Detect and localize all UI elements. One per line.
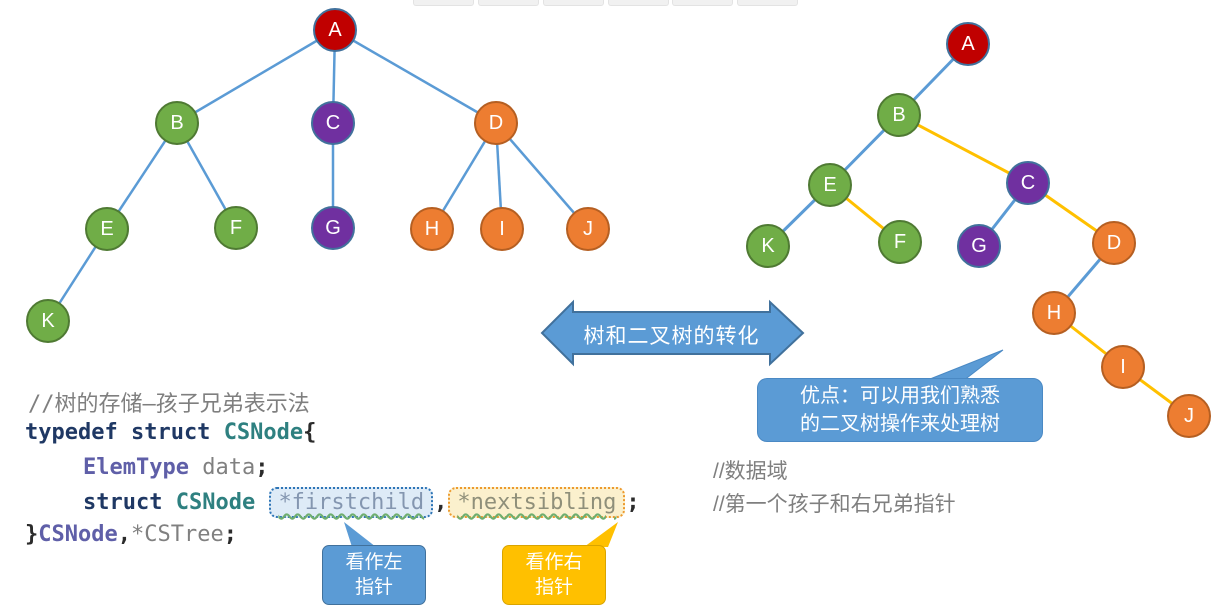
code-line-typedef: typedef struct CSNode{ (25, 420, 316, 445)
tree-edge-A-B (176, 28, 336, 125)
toolbar-button-remnant-1[interactable] (413, 0, 474, 6)
tree-node: G (957, 224, 1001, 268)
firstchild-highlight-box: *firstchild (269, 487, 434, 518)
code-comment-title: //树的存储—孩子兄弟表示法 (28, 386, 310, 418)
callout-left-tail (344, 522, 376, 547)
keyword-typedef-struct: typedef struct (25, 420, 224, 445)
semicolon: ; (255, 455, 269, 480)
tree-node: E (808, 163, 852, 207)
code-line-closing: }CSNode,*CSTree; (25, 522, 237, 547)
tree-node: E (85, 207, 129, 251)
tree-node: I (1101, 345, 1145, 389)
tree-node: J (566, 207, 610, 251)
tree-node-label: B (170, 111, 184, 134)
callout-right-line1: 看作右 (525, 552, 583, 573)
tree-node-label: A (328, 18, 342, 41)
tree-node-label: G (325, 216, 341, 239)
tree-node-label: C (1020, 171, 1036, 194)
tree-node-label: E (823, 173, 837, 196)
var-firstchild: *firstchild (278, 490, 425, 515)
toolbar-button-remnant-3[interactable] (543, 0, 604, 6)
typedef-name-cstree: *CSTree (130, 522, 224, 547)
tree-node: I (480, 207, 524, 251)
type-csnode: CSNode (223, 420, 304, 445)
nextsibling-highlight-box: *nextsibling (448, 487, 626, 518)
tree-node-label: I (499, 217, 505, 240)
comment-data-field: //数据域 (713, 460, 788, 483)
tree-edge-A-D (334, 28, 497, 125)
var-nextsibling: *nextsibling (457, 490, 617, 515)
tree-node: F (878, 220, 922, 264)
keyword-struct: struct (83, 490, 176, 515)
conversion-arrow-label: 树和二叉树的转化 (583, 325, 760, 348)
toolbar-button-remnant-2[interactable] (478, 0, 539, 6)
tree-node: J (1167, 394, 1211, 438)
tree-node: D (1092, 221, 1136, 265)
tree-node: H (1032, 291, 1076, 335)
comma: , (117, 522, 131, 547)
callout-left-line2: 指针 (354, 577, 393, 598)
tree-node: B (877, 93, 921, 137)
tree-node-label: I (1120, 355, 1126, 378)
callout-right-pointer: 看作右 指针 (502, 545, 606, 605)
code-line-pointers: struct CSNode *firstchild, *nextsibling; (83, 487, 640, 518)
tree-node-label: K (41, 309, 55, 332)
tree-node-label: H (1046, 301, 1062, 324)
toolbar-button-remnant-4[interactable] (608, 0, 669, 6)
typedef-name-csnode: CSNode (38, 522, 118, 547)
tree-node-label: H (424, 217, 440, 240)
code-comment-text: //树的存储—孩子兄弟表示法 (28, 392, 310, 417)
tree-node-label: B (892, 103, 906, 126)
tree-node-label: F (893, 230, 907, 253)
tree-node-label: E (100, 217, 114, 240)
comment-pointers: //第一个孩子和右兄弟指针 (713, 493, 956, 516)
callout-left-line1: 看作左 (345, 552, 403, 573)
callout-right-line2: 指针 (534, 577, 573, 598)
toolbar-button-remnant-5[interactable] (672, 0, 733, 6)
advantage-bubble-line2: 的二叉树操作来处理树 (800, 413, 1000, 435)
tree-node: C (1006, 161, 1050, 205)
tree-node: H (410, 207, 454, 251)
type-csnode: CSNode (175, 490, 269, 515)
tree-node: F (214, 206, 258, 250)
tree-node-label: K (761, 234, 775, 257)
bubble-tail (924, 349, 1004, 382)
toolbar-button-remnant-6[interactable] (737, 0, 798, 6)
tree-node-label: C (325, 111, 341, 134)
tree-node-label: D (488, 111, 504, 134)
tree-node: K (746, 224, 790, 268)
semicolon: ; (626, 490, 640, 515)
close-brace: } (25, 522, 39, 547)
tree-node: A (313, 8, 357, 52)
advantage-bubble: 优点：可以用我们熟悉 的二叉树操作来处理树 (757, 378, 1043, 442)
tree-node: A (946, 22, 990, 66)
tree-node-label: J (583, 217, 593, 240)
tree-node-label: J (1184, 404, 1194, 427)
comma: , (434, 490, 448, 515)
tree-node: D (474, 101, 518, 145)
type-elemtype: ElemType (83, 455, 203, 480)
tree-node-label: A (961, 32, 975, 55)
tree-node: C (311, 101, 355, 145)
tree-node: B (155, 101, 199, 145)
callout-right-tail (584, 522, 618, 547)
tree-node: G (311, 206, 355, 250)
tree-node-label: F (229, 216, 243, 239)
tree-node-label: D (1106, 231, 1122, 254)
tree-node: K (26, 299, 70, 343)
open-brace: { (303, 420, 317, 445)
semicolon: ; (223, 522, 237, 547)
advantage-bubble-line1: 优点：可以用我们熟悉 (800, 385, 1000, 407)
tree-node-label: G (971, 234, 987, 257)
var-data: data (202, 455, 256, 480)
code-line-data: ElemType data; (83, 455, 268, 480)
callout-left-pointer: 看作左 指针 (322, 545, 426, 605)
